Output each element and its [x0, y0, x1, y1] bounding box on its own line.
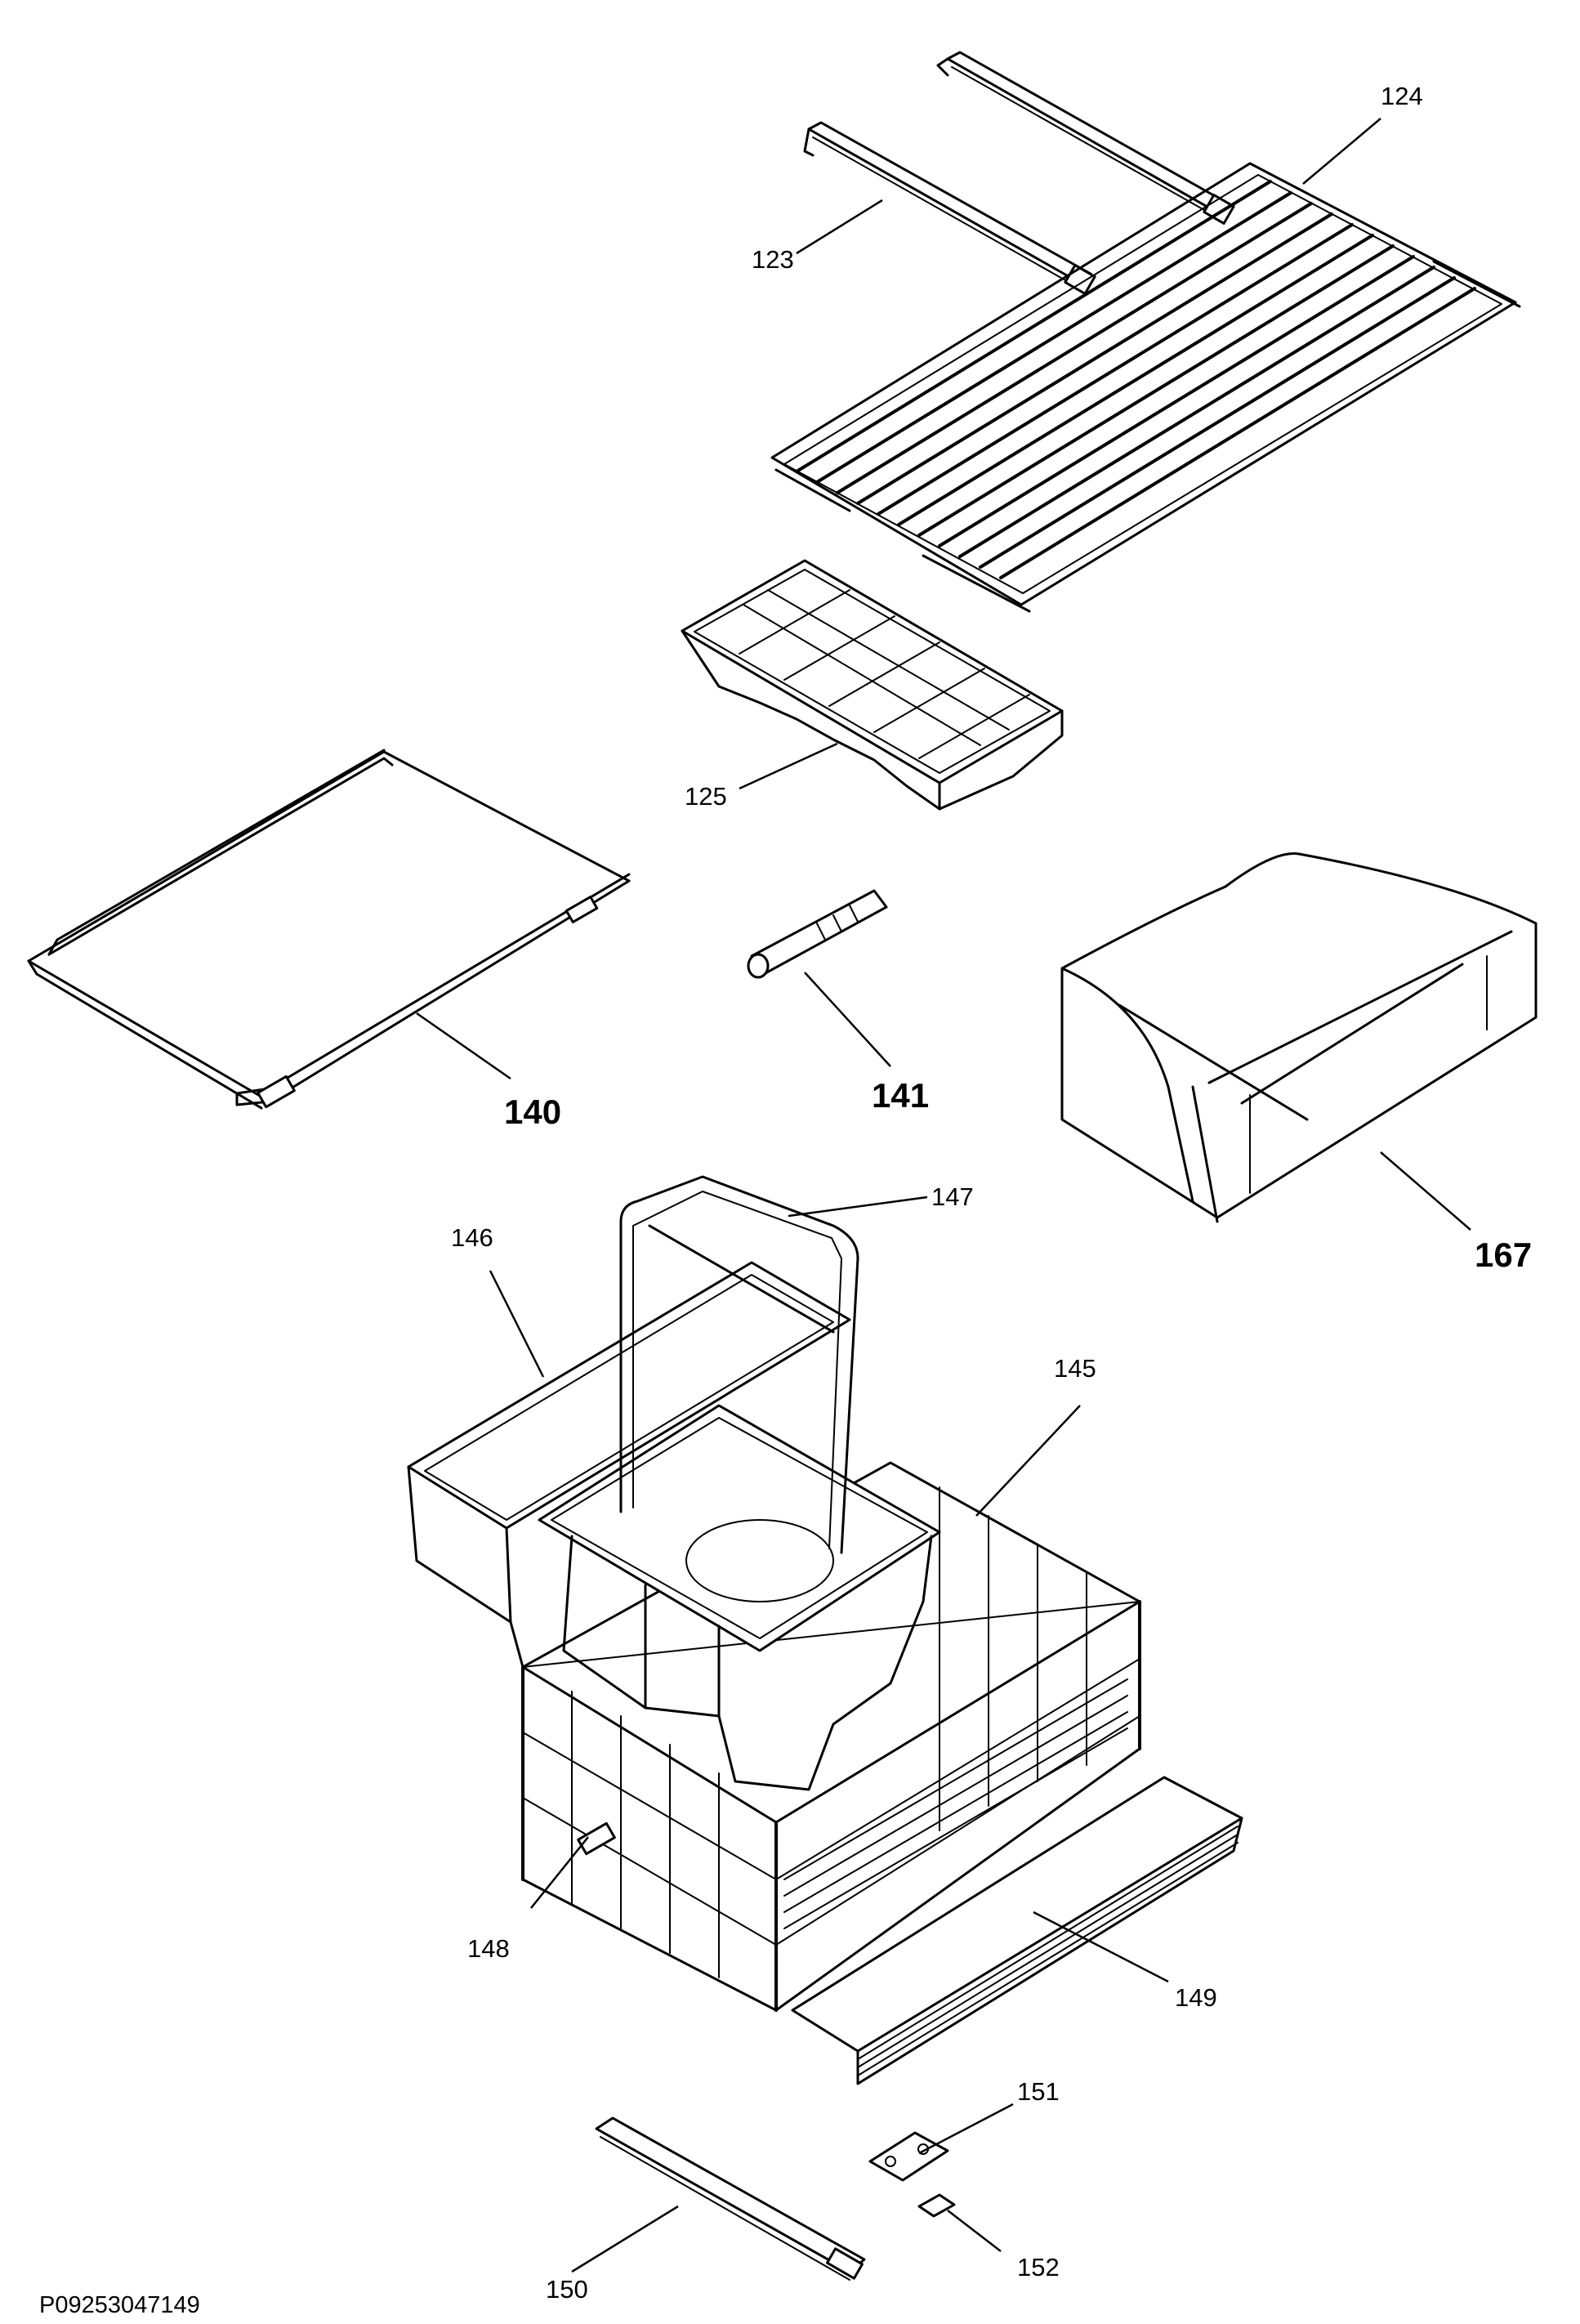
part-146-side-bin [407, 1261, 851, 1669]
callout-149: 149 [1175, 1983, 1217, 2012]
leader-lines [416, 118, 1471, 2273]
part-150-slide-rail [595, 2116, 866, 2281]
part-148-clip [577, 1821, 616, 1856]
part-167-crisper-bin [1060, 852, 1538, 1223]
part-140-glass-shelf [27, 749, 631, 1110]
part-141-shaft [747, 889, 888, 979]
callout-140: 140 [504, 1093, 561, 1131]
callout-148: 148 [467, 1934, 510, 1963]
callout-150: 150 [546, 2275, 588, 2304]
callout-141: 141 [872, 1076, 929, 1115]
part-124-shelf-rail [936, 51, 1235, 225]
callout-146: 146 [451, 1223, 493, 1252]
callout-152: 152 [1017, 2253, 1060, 2282]
callout-125: 125 [685, 782, 727, 811]
part-125-ice-tray [681, 559, 1064, 811]
callout-124: 124 [1381, 82, 1423, 110]
part-151-bracket [868, 2131, 949, 2182]
part-147-carrier [538, 1175, 941, 1791]
part-123-shelf-rail [803, 121, 1096, 295]
callout-147: 147 [931, 1182, 974, 1211]
callout-labels: 123 124 125 140 141 145 146 147 148 149 … [451, 82, 1532, 2304]
part-149-drawer-pan [783, 1678, 1243, 2085]
callout-151: 151 [1017, 2077, 1060, 2106]
wire-shelf [770, 162, 1521, 613]
callout-123: 123 [752, 245, 794, 274]
callout-145: 145 [1054, 1354, 1096, 1383]
callout-167: 167 [1475, 1236, 1532, 1274]
part-152-clip [917, 2193, 956, 2218]
diagram-reference-code: P09253047149 [39, 2292, 200, 2318]
